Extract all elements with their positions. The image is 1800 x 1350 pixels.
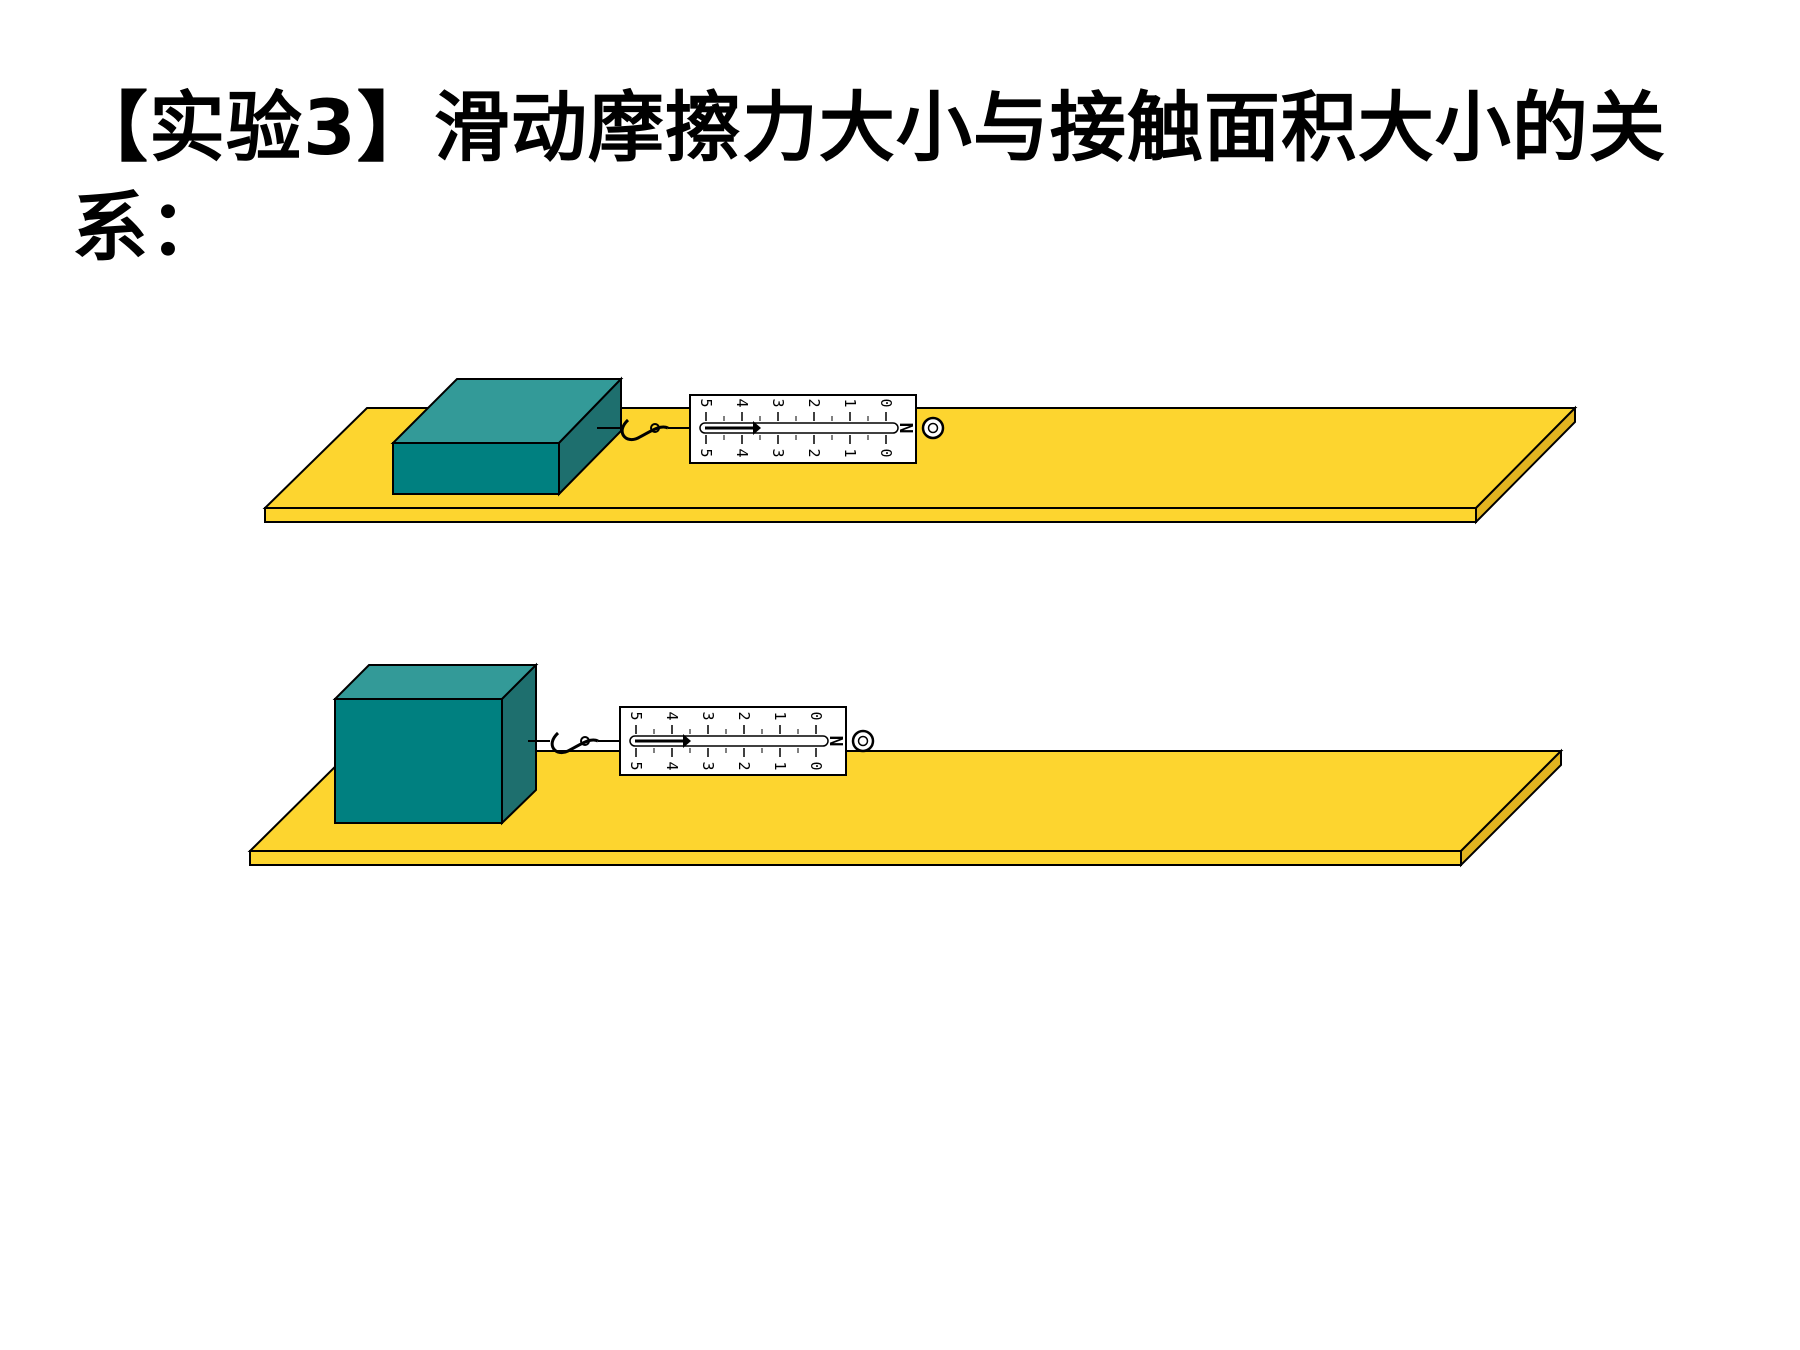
tick-label: 4	[733, 398, 751, 407]
ring-icon	[851, 729, 875, 753]
tick-marks	[705, 412, 887, 444]
tick-label: 1	[841, 398, 859, 407]
scale-tube	[629, 735, 829, 747]
tick-label: 2	[805, 398, 823, 407]
board-front-edge	[249, 850, 1462, 866]
spring-scale: 5 4 3 2 1 0 5 4 3 2 1 0 N	[597, 394, 945, 464]
setup-flat-block: 5 4 3 2 1 0 5 4 3 2 1 0 N	[262, 376, 1578, 525]
tick-marks	[635, 725, 817, 757]
wooden-block	[332, 662, 539, 826]
tick-label: 2	[735, 761, 753, 770]
tick-label: 3	[769, 448, 787, 457]
tick-label: 4	[733, 448, 751, 457]
unit-label: N	[825, 736, 846, 747]
ring-icon	[921, 416, 945, 440]
tick-label: 5	[627, 761, 645, 770]
wooden-board	[247, 748, 1564, 868]
tick-label: 3	[699, 711, 717, 720]
tick-label: 0	[877, 448, 895, 457]
tick-label: 0	[807, 711, 825, 720]
tick-labels-bottom: 5 4 3 2 1 0	[627, 761, 825, 770]
block-front-face	[334, 698, 503, 824]
spring-scale: 5 4 3 2 1 0 5 4 3 2 1 0 N	[528, 706, 875, 776]
wooden-block	[390, 376, 624, 497]
tick-label: 1	[841, 448, 859, 457]
tick-label: 1	[771, 761, 789, 770]
tick-labels-top: 5 4 3 2 1 0	[627, 711, 825, 720]
tick-label: 5	[627, 711, 645, 720]
tick-label: 5	[697, 448, 715, 457]
tick-label: 2	[805, 448, 823, 457]
tick-label: 0	[877, 398, 895, 407]
slide-title: 【实验3】滑动摩擦力大小与接触面积大小的关系：	[72, 83, 1666, 272]
board-right-edge	[1460, 748, 1562, 868]
block-front-face	[392, 442, 560, 495]
tick-label: 3	[769, 398, 787, 407]
tick-label: 2	[735, 711, 753, 720]
tick-label: 4	[663, 761, 681, 770]
scale-tube	[699, 422, 899, 434]
hook-icon	[550, 731, 599, 754]
tick-label: 3	[699, 761, 717, 770]
tick-labels-top: 5 4 3 2 1 0	[697, 398, 895, 407]
tick-label: 1	[771, 711, 789, 720]
tick-labels-bottom: 5 4 3 2 1 0	[697, 448, 895, 457]
board-right-edge	[1475, 405, 1576, 525]
tick-label: 0	[807, 761, 825, 770]
hook-icon	[620, 418, 669, 441]
setup-upright-block: 5 4 3 2 1 0 5 4 3 2 1 0 N	[247, 662, 1564, 868]
tick-label: 5	[697, 398, 715, 407]
board-front-edge	[264, 507, 1477, 523]
unit-label: N	[895, 423, 916, 434]
tick-label: 4	[663, 711, 681, 720]
